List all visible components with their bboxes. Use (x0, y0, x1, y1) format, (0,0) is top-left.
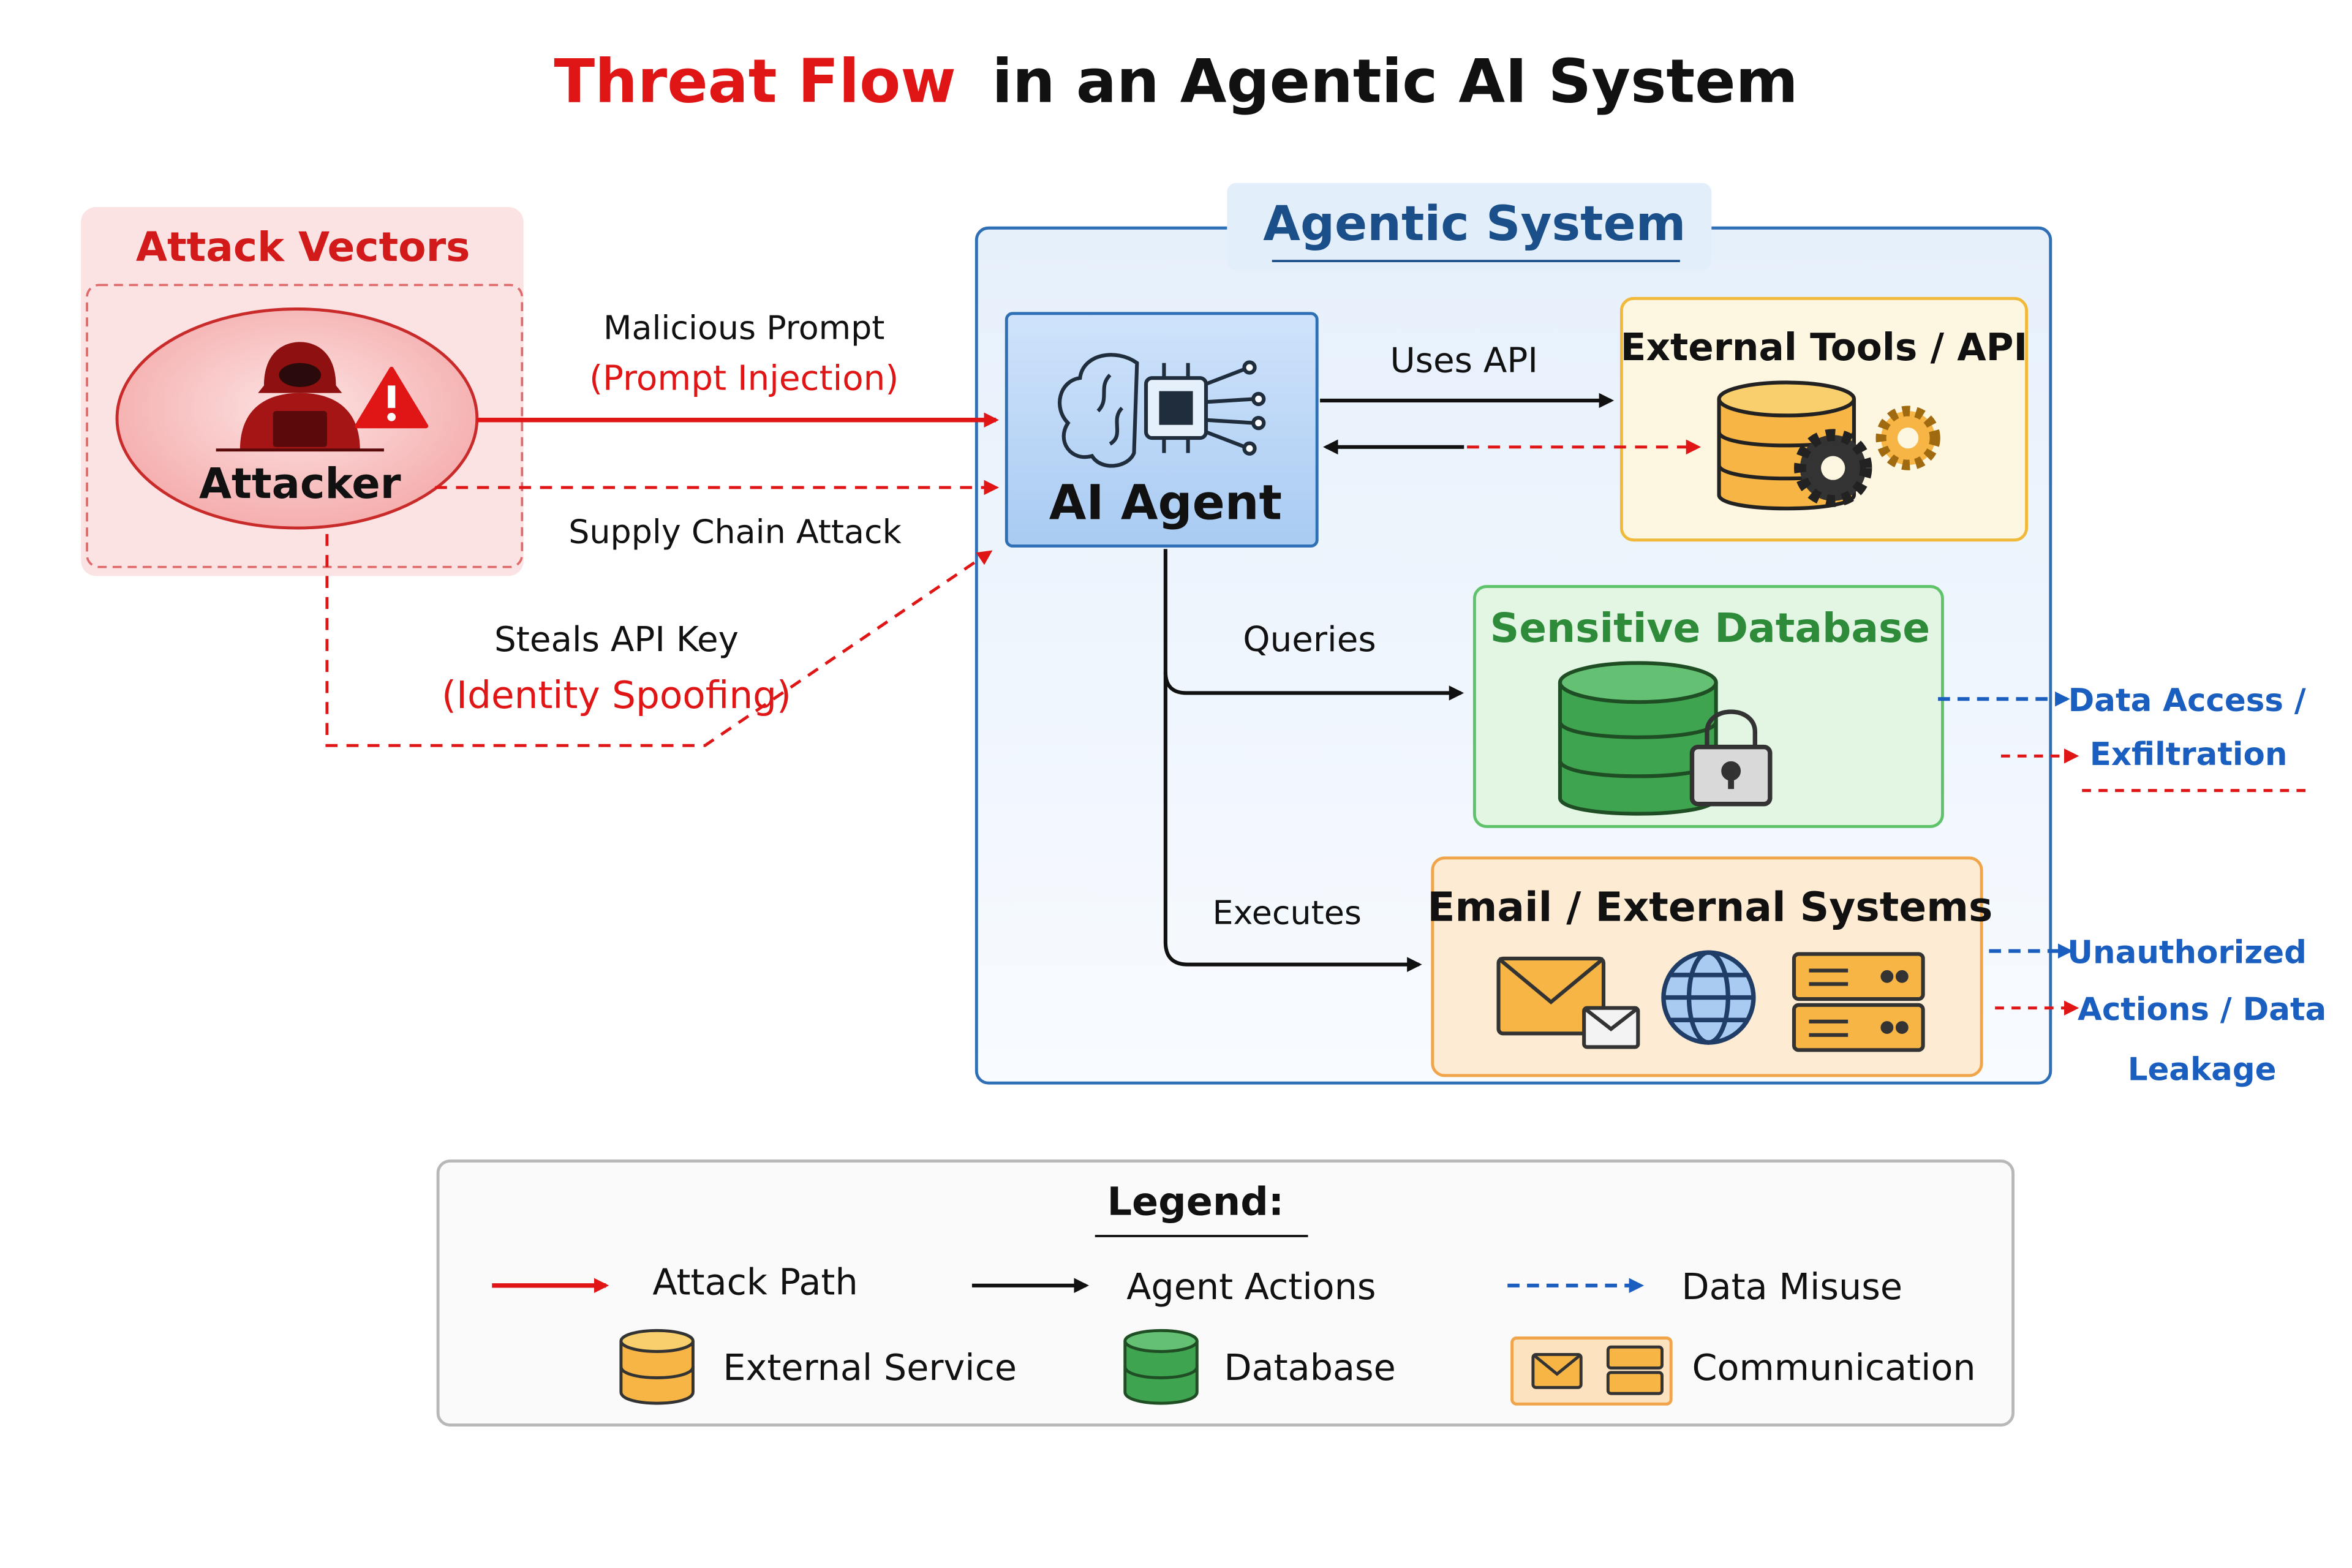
actions-data-label: Actions / Data (2078, 991, 2326, 1028)
brain-icon (1058, 353, 1139, 468)
gear-icon (1794, 405, 1940, 507)
identity-spoofing-arrow (325, 533, 993, 747)
exfiltration-label: Exfiltration (2090, 736, 2288, 773)
lock-icon (1689, 709, 1773, 807)
attack-flows (325, 412, 1702, 747)
external-tools-label: External Tools / API (1621, 326, 2028, 369)
agent-action-flows (1163, 393, 1615, 972)
agentic-system-header: Agentic System (1263, 196, 1686, 252)
email-systems-node: Email / External Systems (1427, 856, 1992, 1077)
hacker-icon (216, 342, 384, 452)
legend-database-icon (1123, 1329, 1199, 1405)
ai-agent-node: AI Agent (1005, 312, 1319, 548)
legend-communication-label: Communication (1692, 1346, 1975, 1389)
envelope-icon (1496, 956, 1640, 1049)
globe-icon (1661, 950, 1756, 1045)
legend-panel: Legend: Attack Path Agent Actions Data M… (436, 1159, 2015, 1427)
uses-api-label: Uses API (1390, 341, 1538, 380)
server-rack-icon (1792, 952, 1925, 1052)
legend-database-label: Database (1224, 1346, 1395, 1389)
data-access-label: Data Access / (2068, 682, 2306, 719)
database-icon (1558, 661, 1718, 816)
steals-key-label: Steals API Key (494, 620, 739, 660)
legend-agent-label: Agent Actions (1126, 1265, 1376, 1308)
malicious-prompt-label: Malicious Prompt (603, 308, 884, 347)
prompt-injection-label: (Prompt Injection) (589, 359, 899, 399)
legend-communication-icon (1510, 1336, 1673, 1406)
title-rest: in an Agentic AI System (992, 47, 1798, 117)
legend-external-service-label: External Service (723, 1346, 1017, 1389)
queries-label: Queries (1243, 620, 1376, 660)
legend-external-service-icon (619, 1329, 695, 1405)
leakage-label: Leakage (2128, 1051, 2277, 1088)
attacker-label: Attacker (199, 459, 401, 508)
legend-attack-label: Attack Path (652, 1261, 858, 1303)
misuse-flows (1938, 691, 2313, 1016)
identity-spoofing-label: (Identity Spoofing) (442, 674, 791, 717)
title-highlight: Threat Flow (554, 47, 956, 117)
attack-vectors-header: Attack Vectors (136, 224, 470, 271)
sensitive-database-node: Sensitive Database (1472, 585, 1944, 828)
legend-title: Legend: (1107, 1180, 1284, 1225)
chip-icon (1144, 360, 1266, 456)
attack-vectors-panel: Attack Vectors Attacker (81, 206, 524, 576)
executes-label: Executes (1213, 894, 1362, 932)
external-tools-node: External Tools / API (1619, 296, 2029, 542)
ai-agent-label: AI Agent (1049, 475, 1282, 530)
diagram-title: Threat Flow in an Agentic AI System (554, 47, 1798, 117)
legend-misuse-label: Data Misuse (1681, 1265, 1902, 1308)
supply-chain-label: Supply Chain Attack (568, 513, 902, 551)
warning-icon (355, 366, 429, 429)
unauthorized-label: Unauthorized (2067, 934, 2307, 971)
email-systems-label: Email / External Systems (1427, 884, 1992, 931)
sensitive-database-label: Sensitive Database (1490, 605, 1931, 652)
executes-arrow (1163, 672, 1422, 972)
